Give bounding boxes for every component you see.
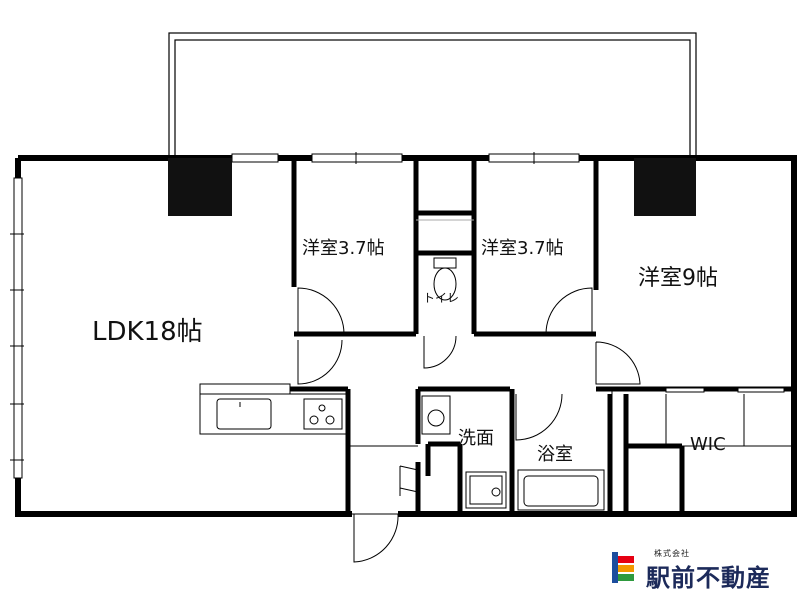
door-swings [297, 219, 641, 563]
wash-basin [421, 395, 451, 435]
logo-mark-icon [612, 552, 634, 583]
bathtub [517, 469, 605, 511]
room-label-washroom: 洗面 [458, 428, 494, 449]
room-label-western3: 洋室9帖 [638, 266, 718, 291]
interior-walls [290, 158, 794, 514]
toilet-fixture [433, 257, 457, 301]
room-label-western1: 洋室3.7帖 [302, 238, 385, 259]
balcony [168, 32, 697, 158]
room-label-ldk: LDK18帖 [92, 317, 203, 347]
room-label-bathroom: 浴室 [537, 444, 573, 465]
room-label-wic: WIC [690, 434, 726, 455]
kitchen-counter [199, 383, 347, 435]
room-label-western2: 洋室3.7帖 [481, 238, 564, 259]
washing-machine-pan [465, 471, 507, 509]
thin-lines [348, 387, 794, 515]
logo-company-type: 株式会社 [654, 549, 690, 558]
company-logo: 株式会社 駅前不動産 [610, 548, 795, 592]
top-windows [231, 152, 580, 164]
ldk-window [10, 177, 24, 479]
pillars [168, 158, 696, 216]
logo-company-name: 駅前不動産 [646, 564, 771, 592]
room-label-toilet: トイレ [423, 291, 459, 305]
